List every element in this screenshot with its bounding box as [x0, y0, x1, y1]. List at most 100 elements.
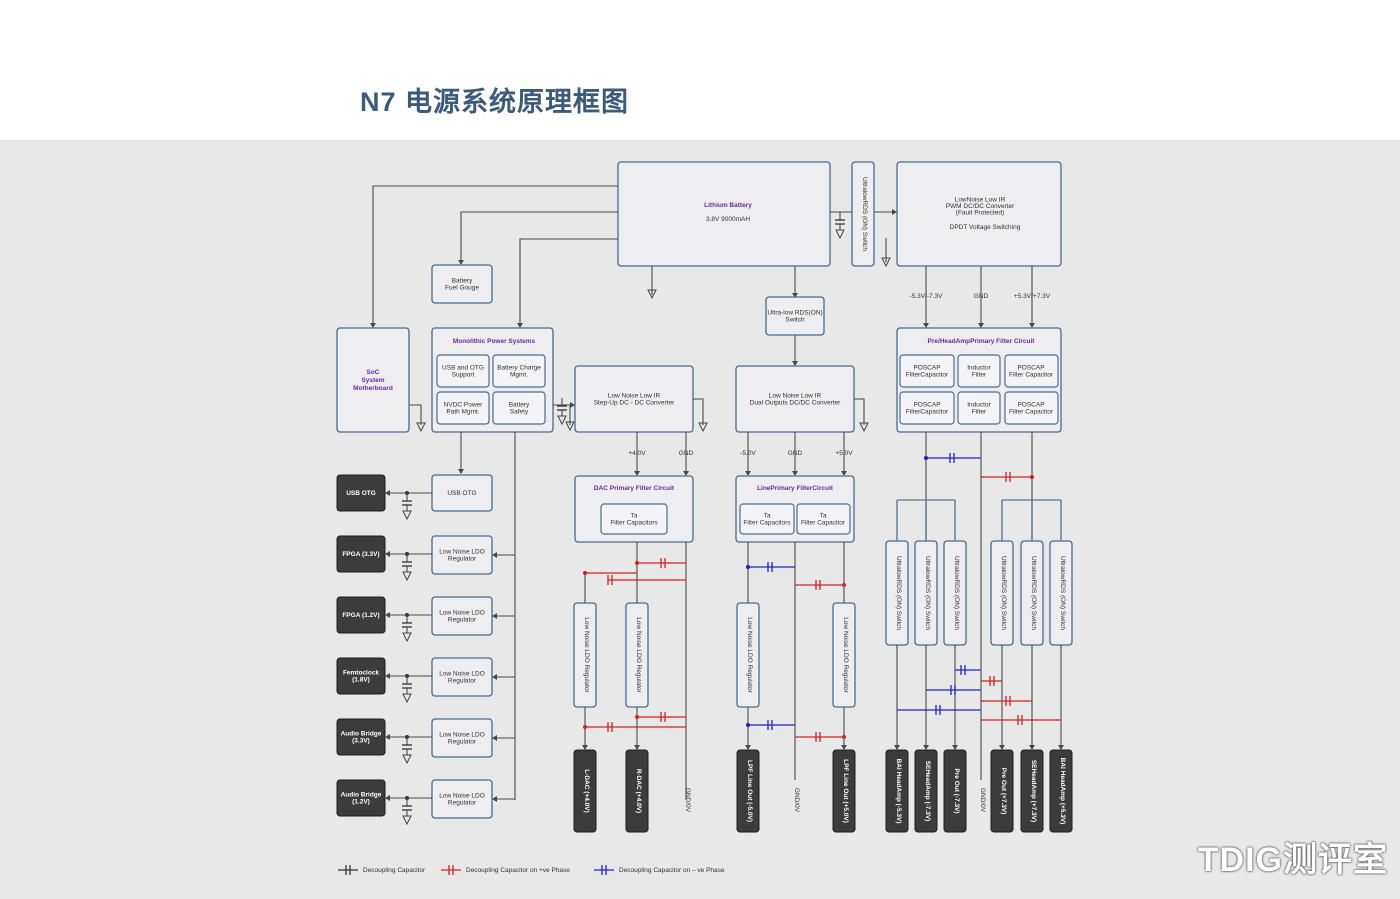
ground-symbol: [698, 422, 708, 433]
inductor-block: [957, 391, 1001, 425]
ground-symbol: [557, 415, 567, 426]
inductor-label: Inductor: [967, 365, 991, 372]
nvdc-label: Path Mgmt.: [446, 409, 479, 416]
junction-dot: [1030, 475, 1034, 479]
arrow-head: [492, 552, 497, 558]
vertical-ldo-label: Low Noise LDO Regulator: [842, 617, 849, 693]
ground-symbol: [402, 754, 412, 765]
arrow-head: [634, 745, 640, 750]
dac-filter-title: DAC Primary Filter Circuit: [594, 485, 675, 492]
junction-dot: [583, 571, 587, 575]
battery-safety-label: Battery: [509, 402, 530, 409]
arrow-head: [385, 795, 390, 801]
vertical-switch-label: UltralowRDS (ON) Switch: [1000, 556, 1007, 630]
junction-dot: [924, 456, 928, 460]
arrow-head: [517, 323, 523, 328]
arrow-head: [634, 471, 640, 476]
soc-label: Motherboard: [353, 385, 393, 392]
dual-label: Dual Outputs DC/DC Converter: [750, 400, 842, 407]
vertical-ldo-label: Low Noise LDO Regulator: [583, 617, 590, 693]
poscap-block: [1004, 391, 1059, 425]
arrow-head: [923, 323, 929, 328]
ground-symbol: [647, 289, 657, 300]
switch-top-block: [851, 161, 875, 267]
watermark: TDIG测评室: [1197, 841, 1388, 879]
battery-safety-label: Safety: [510, 409, 529, 416]
fuel-gauge-label: Battery: [452, 278, 473, 285]
left-load-label: (1.8V): [352, 677, 370, 684]
line-filter-title: LinePrimary FilterCircuit: [757, 485, 834, 492]
poscap-label: POSCAP: [913, 365, 940, 372]
junction-dot: [746, 723, 750, 727]
arrow-head: [492, 796, 497, 802]
arrow-head: [745, 745, 751, 750]
switch-top-label: UltralowRDS (ON) Switch: [861, 177, 868, 251]
pwm-output-label: GND: [974, 293, 989, 300]
ldo-label: Low Noise LDO: [439, 549, 485, 556]
line-cap2-block: [796, 503, 851, 535]
arrow-head: [792, 293, 798, 298]
inductor-label: Filter: [972, 372, 987, 379]
pwm-dpdt-label: DPDT Voltage Switching: [950, 224, 1021, 231]
arrow-head: [492, 613, 497, 619]
battery-charge-label: Battery Charge: [497, 365, 541, 372]
output-block: [1049, 749, 1073, 833]
output-label: BAI HeadAmp (-5.3V): [895, 758, 902, 823]
output-label: LPF Line Out (+5.0V): [842, 759, 849, 823]
ground-symbol: [835, 229, 845, 240]
vertical-switch-label: UltralowRDS (ON) Switch: [895, 556, 902, 630]
usb-otg-support-label: USB and OTG: [442, 365, 484, 372]
pwm-label: PWM DC/DC Converter: [946, 203, 1015, 210]
dual-out-label: -5.0V: [740, 450, 756, 457]
junction-dot: [842, 583, 846, 587]
poscap-label: FilterCapacitor: [906, 409, 949, 416]
poscap-label: POSCAP: [1017, 402, 1044, 409]
battery-safety-block: [492, 391, 546, 425]
battery-charge-label: Mgmt.: [510, 372, 528, 379]
stepup-label: Step-Up DC - DC Converter: [594, 400, 675, 407]
usb-otg-support-block: [436, 354, 490, 388]
line-cap1-block: [739, 503, 795, 535]
poscap-label: Filter Capacitor: [1009, 372, 1054, 379]
dac-cap-label: Filter Capacitors: [610, 520, 658, 527]
left-load-label: Femtoclock: [343, 670, 380, 677]
output-label: BAI HeadAmp (+5.3V): [1059, 758, 1066, 825]
wire-dual-gnd: [854, 398, 865, 425]
arrow-head: [923, 745, 929, 750]
ldo-label: Regulator: [448, 739, 477, 746]
dual-out-label: GND: [788, 450, 803, 457]
wire-fuel: [460, 211, 618, 262]
left-load-label: (3.3V): [352, 738, 370, 745]
arrow-head: [745, 471, 751, 476]
soc-block: [336, 327, 410, 433]
output-block: [573, 749, 597, 833]
left-load-label: (1.2V): [352, 799, 370, 806]
vertical-switch-label: UltralowRDS (ON) Switch: [1030, 556, 1037, 630]
ground-symbol: [416, 422, 426, 433]
arrow-head: [385, 734, 390, 740]
arrow-head: [385, 551, 390, 557]
output-block: [625, 749, 649, 833]
dual-out-label: +5.0V: [835, 450, 853, 457]
ground-symbol: [402, 693, 412, 704]
pwm-converter-block: [896, 161, 1062, 267]
line-cap-label: Ta: [764, 513, 771, 520]
vertical-switch-label: UltralowRDS (ON) Switch: [1059, 556, 1066, 630]
arrow-head: [385, 490, 390, 496]
wire-soc: [372, 185, 618, 326]
output-label: R-DAC (+4.0V): [635, 769, 642, 813]
vertical-ldo-label: Low Noise LDO Regulator: [635, 617, 642, 693]
ground-symbol: [565, 421, 575, 432]
arrow-head: [385, 673, 390, 679]
stepup-out-label: GND: [679, 450, 694, 457]
junction-dot: [635, 715, 639, 719]
poscap-label: POSCAP: [1017, 365, 1044, 372]
ultralow-switch-label: Ultra-low RDS(ON): [767, 310, 822, 317]
output-label: Pre Out (-7.3V): [953, 768, 960, 813]
arrow-head: [458, 469, 464, 474]
line-cap-label: Filter Capacitor: [801, 520, 846, 527]
poscap-label: Filter Capacitor: [1009, 409, 1054, 416]
ground-symbol: [402, 571, 412, 582]
left-load-label: Audio Bridge: [341, 792, 382, 799]
